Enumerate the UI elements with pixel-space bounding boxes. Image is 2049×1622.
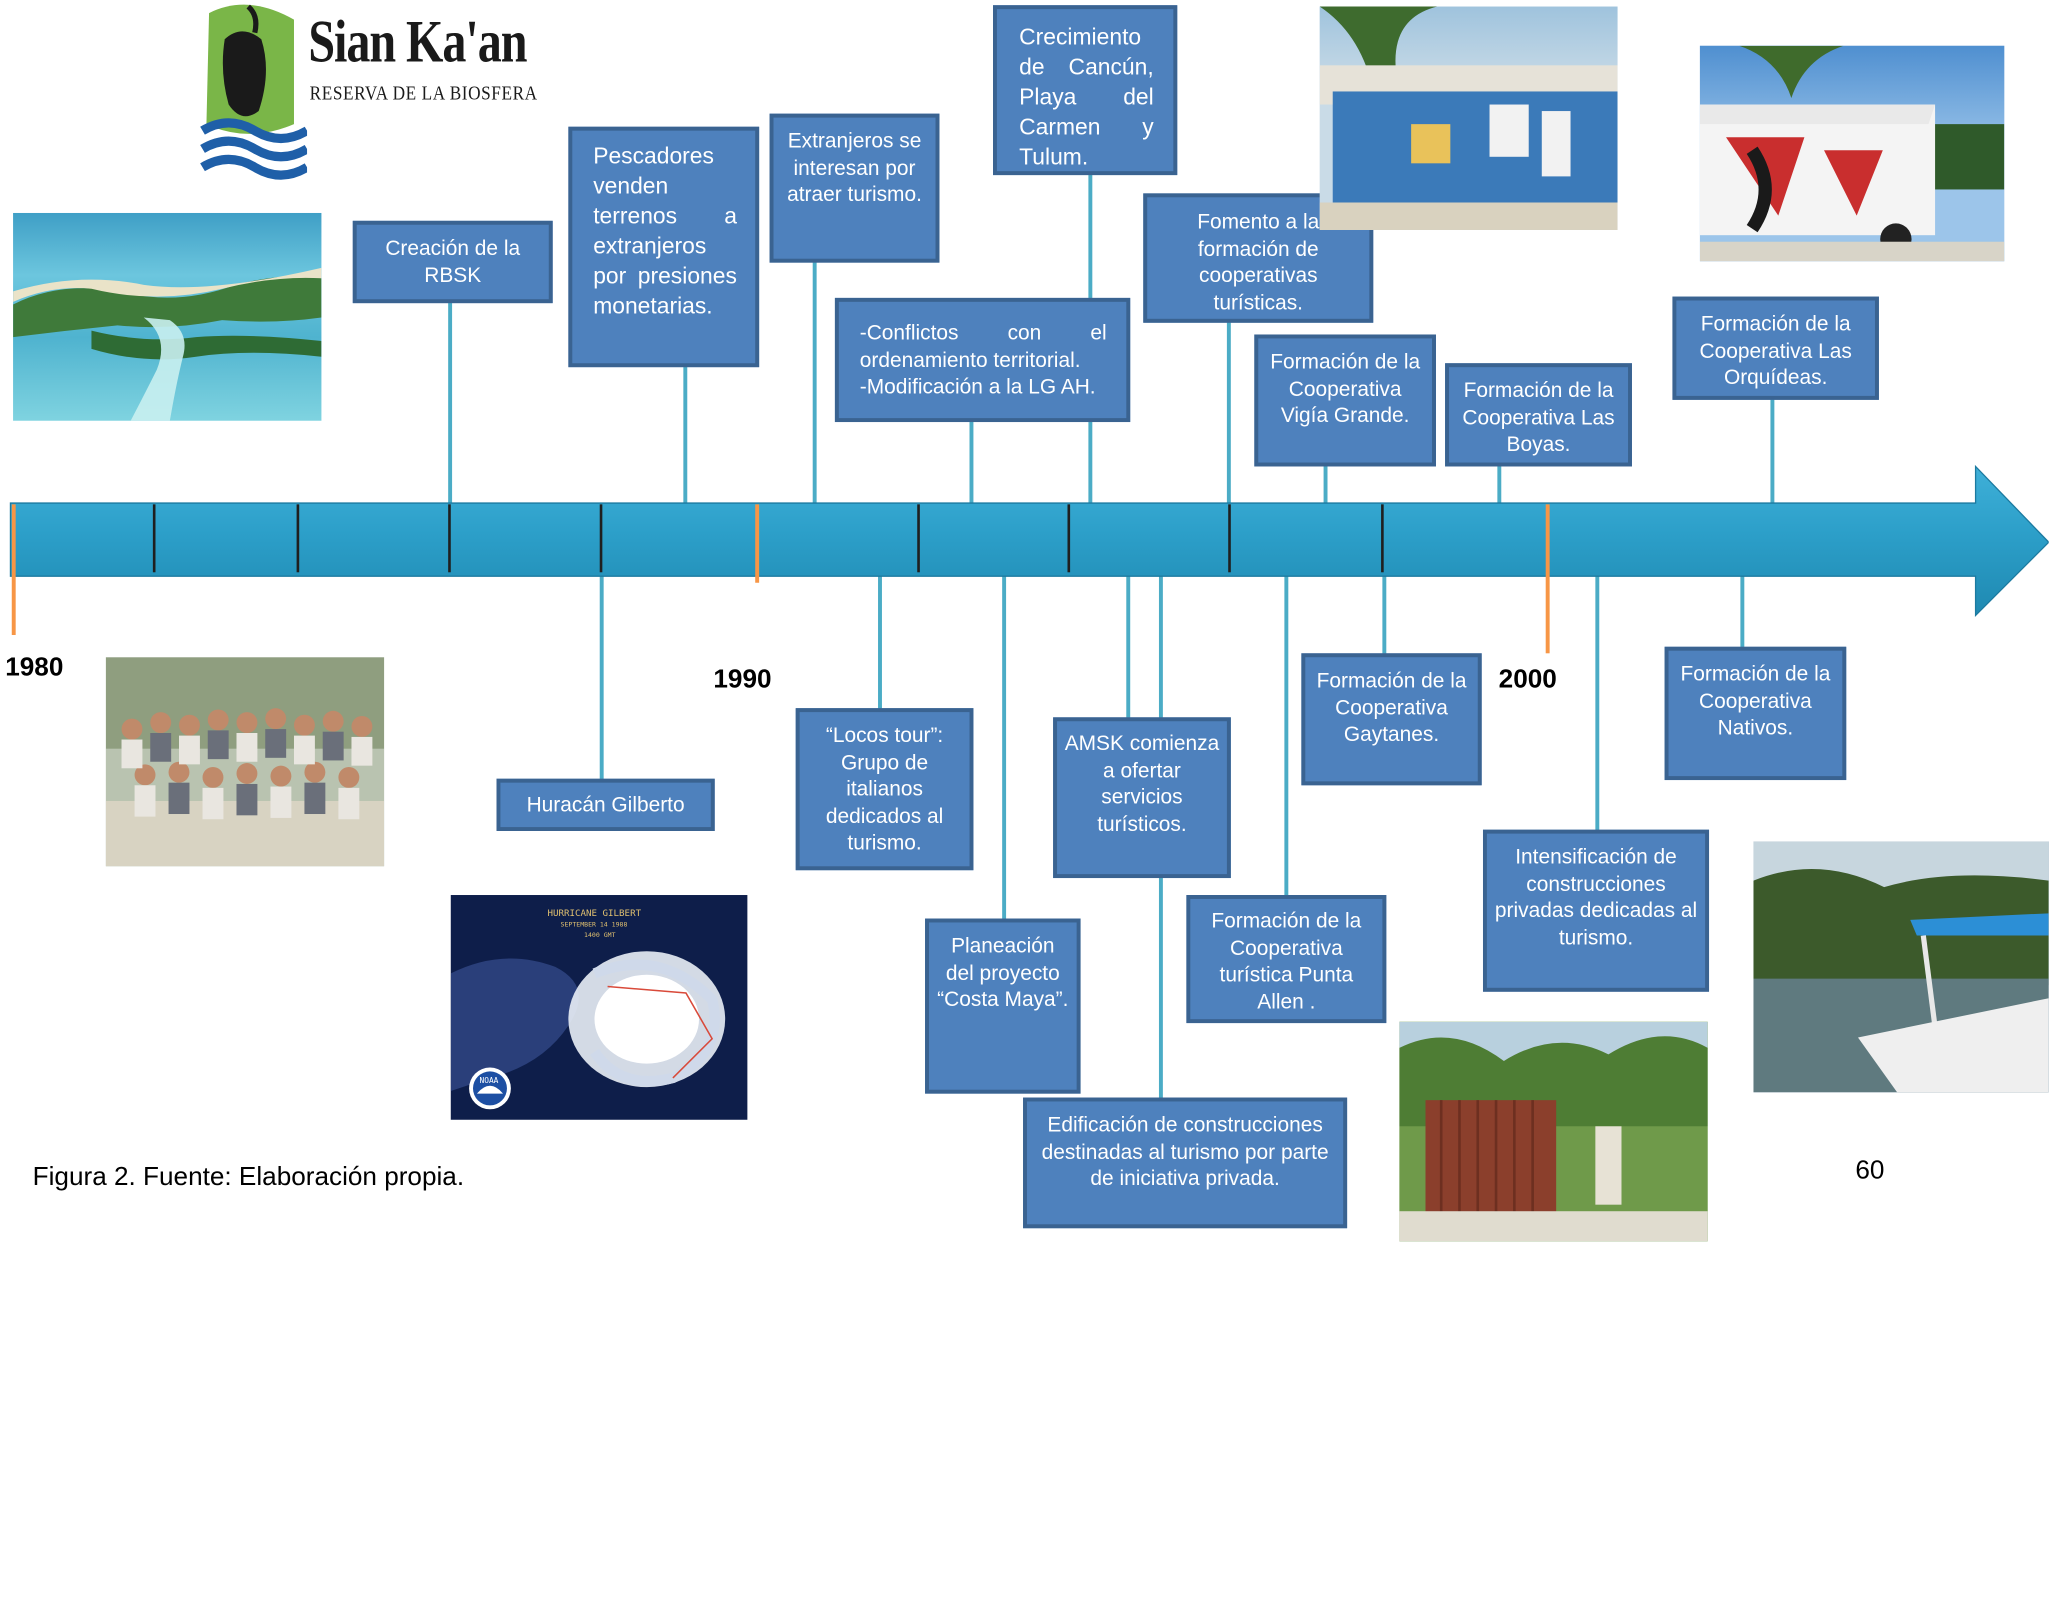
year-marker-2000 [1545,504,1550,654]
year-label-1990: 1990 [713,665,772,694]
connector-line [1770,398,1775,505]
connector-line [599,574,604,781]
logo-title: Sian Ka'an [308,7,527,75]
connector-line [448,300,453,505]
event-box: Huracán Gilberto [496,778,715,831]
hurricane-date: SEPTEMBER 14 1988 [560,921,628,929]
connector-line [812,261,817,505]
connector-line [1382,574,1387,655]
tour-truck-photo [1699,45,2005,262]
event-box: “Locos tour”: Grupo de italianos dedicad… [795,708,974,871]
connector-line [1497,465,1502,505]
connector-line [1002,574,1007,920]
event-box: Formación de la Cooperativa turística Pu… [1186,895,1387,1024]
figure-caption: Figura 2. Fuente: Elaboración propia. [32,1162,465,1192]
event-box: Formación de la Cooperativa Las Orquídea… [1672,296,1879,400]
blue-building-photo [1319,6,1618,230]
timeline-tick [1228,504,1231,573]
timeline-arrow [9,464,2049,617]
timeline-tick [1381,504,1384,573]
event-box: Fomento a la formación de cooperativas t… [1143,193,1374,323]
event-box: Formación de la Cooperativa Gaytanes. [1301,653,1482,786]
year-label-2000: 2000 [1498,665,1557,694]
timeline-tick [917,504,920,573]
manatee-emblem-icon [200,4,308,180]
sian-kaan-logo: Sian Ka'an RESERVA DE LA BIOSFERA [196,0,562,183]
connector-line [1740,574,1745,649]
connector-line [683,365,688,505]
aerial-coast-photo [13,212,322,421]
hurricane-satellite-photo: HURRICANE GILBERT SEPTEMBER 14 1988 1400… [450,895,748,1120]
page-number: 60 [1855,1156,1885,1186]
group-photo [105,657,385,867]
year-marker-1980 [11,504,16,636]
event-box: Crecimiento de Cancún, Playa del Carmen … [993,5,1178,176]
event-box: Pescadores venden terrenos a extranjeros… [568,126,760,368]
event-box: Edificación de construcciones destinadas… [1023,1097,1348,1229]
connector-line [1284,574,1289,897]
event-box: Creación de la RBSK [352,220,553,304]
event-box: AMSK comienza a ofertar servicios turíst… [1053,717,1231,879]
timeline-tick [599,504,603,573]
timeline-tick [448,504,451,573]
year-marker-1990 [755,504,760,583]
connector-line [1595,574,1600,831]
event-box: Formación de la Cooperativa Vigía Grande… [1254,334,1436,467]
year-label-1980: 1980 [5,653,64,683]
event-box: Intensificación de construcciones privad… [1482,829,1710,992]
timeline-tick [152,504,156,573]
timeline-tick [1067,504,1071,573]
noaa-label: NOAA [479,1076,499,1086]
boat-mangrove-photo [1753,841,2049,1093]
connector-line [1226,320,1231,505]
logo-subtitle: RESERVA DE LA BIOSFERA [309,83,538,105]
connector-line [1126,574,1131,719]
connector-line [1323,465,1328,505]
connector-line [878,574,882,710]
gate-photo [1399,1021,1708,1242]
event-box: Formación de la Cooperativa Las Boyas. [1445,363,1632,467]
timeline-tick [296,504,300,573]
hurricane-title: HURRICANE GILBERT [547,908,642,919]
connector-line [969,420,974,505]
event-box: Formación de la Cooperativa Nativos. [1664,646,1847,781]
event-box: Extranjeros se interesan por atraer turi… [769,113,940,263]
event-box: -Conflictos con el ordenamiento territor… [834,297,1131,423]
hurricane-time: 1400 GMT [584,931,616,940]
event-box: Planeación del proyecto “Costa Maya”. [925,918,1081,1094]
